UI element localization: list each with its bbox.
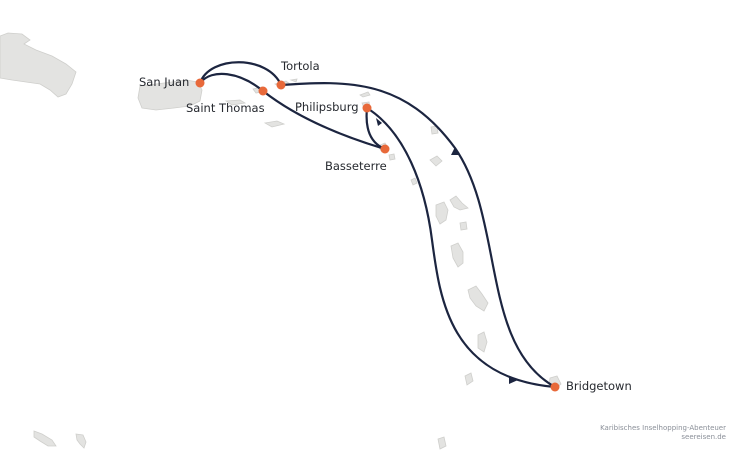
land-masses [0, 32, 562, 450]
virgin-gorda-island [289, 78, 298, 83]
vieques-island [224, 99, 247, 106]
montserrat-island [410, 177, 418, 186]
port-marker-bridgetown [550, 382, 560, 392]
port-label-san-juan: San Juan [139, 75, 190, 89]
port-marker-saint-thomas [258, 86, 268, 96]
martinique-island [467, 285, 489, 312]
dominica-island [450, 242, 464, 268]
antigua-island [429, 155, 443, 167]
st-vincent-island [464, 372, 474, 386]
st-croix-island [263, 120, 286, 128]
route-saint-thomas-san-juan [198, 72, 265, 93]
route-bridgetown-philipsburg [365, 106, 557, 389]
port-label-philipsburg: Philipsburg [295, 100, 359, 114]
port-marker-tortola [276, 80, 286, 90]
route-direction-arrows [376, 118, 518, 384]
map-credit: Karibisches Inselhopping-Abenteuer seere… [600, 424, 726, 443]
route-tortola-bridgetown [279, 82, 557, 389]
arrow-southbound-icon [376, 118, 382, 126]
arrow-eastbound-icon [509, 376, 518, 384]
guadeloupe-island [435, 195, 469, 225]
marie-galante-island [459, 221, 468, 231]
cruise-route [198, 61, 557, 389]
route-basseterre-saint-thomas [261, 89, 387, 151]
port-marker-basseterre [380, 144, 390, 154]
arrow-northbound-icon [451, 147, 459, 155]
hispaniola-landmass [0, 32, 77, 98]
port-marker-san-juan [195, 78, 205, 88]
credit-title: Karibisches Inselhopping-Abenteuer [600, 424, 726, 432]
coast-fragment-east [75, 433, 87, 449]
port-label-saint-thomas: Saint Thomas [186, 101, 265, 115]
barbuda-island [430, 125, 439, 135]
port-marker-philipsburg [362, 103, 372, 113]
credit-source: seereisen.de [681, 433, 726, 442]
grenada-island [437, 436, 447, 450]
port-label-basseterre: Basseterre [325, 159, 387, 173]
nevis-island [388, 153, 396, 161]
puerto-rico-landmass [137, 79, 203, 111]
st-lucia-island [477, 331, 488, 353]
coast-fragment-west [33, 430, 57, 447]
anguilla-island [359, 91, 371, 98]
port-label-tortola: Tortola [281, 59, 320, 73]
port-markers [195, 78, 560, 392]
route-san-juan-tortola [198, 61, 283, 87]
port-label-bridgetown: Bridgetown [566, 379, 632, 393]
